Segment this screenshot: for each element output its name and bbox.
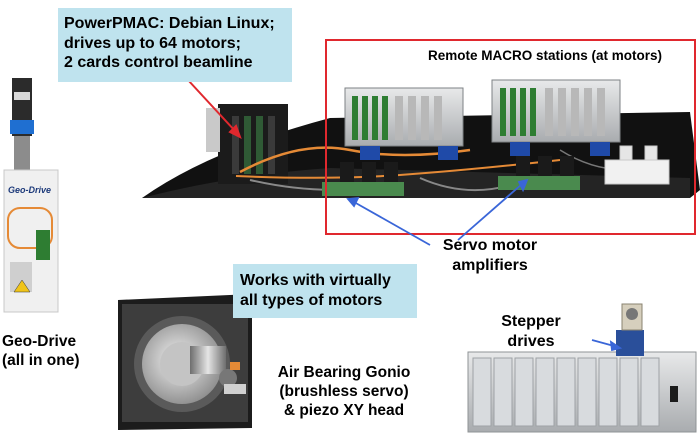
works-with-text: Works with virtually all types of motors <box>240 271 391 310</box>
air-bearing-line-1: Air Bearing Gonio <box>277 364 411 381</box>
arrow-stepper <box>591 339 623 352</box>
powerpmac-text: PowerPMAC: Debian Linux; drives up to 64… <box>64 14 275 73</box>
macro-station-1 <box>344 87 464 160</box>
works-with-callout <box>233 264 417 318</box>
remote-macro-label: Remote MACRO stations (at motors) <box>428 48 663 63</box>
geo-drive-line-1: Geo-Drive <box>2 333 77 350</box>
geo-drive-brand-text: Geo-Drive <box>8 185 51 195</box>
geo-drive-label: Geo-Drive (all in one) <box>2 333 80 371</box>
white-fixture <box>604 145 670 185</box>
geo-drive-unit <box>3 78 59 313</box>
stepper-drives-rack <box>467 303 697 433</box>
stepper-label: Stepper drives <box>498 312 564 351</box>
servo-line-1: Servo motor <box>442 237 538 254</box>
air-bearing-line-3: & piezo XY head <box>283 401 405 419</box>
air-bearing-label: Air Bearing Gonio (brushless servo) & pi… <box>274 364 414 421</box>
servo-amplifier-board-1 <box>322 162 404 196</box>
powerpmac-rack <box>206 104 288 184</box>
stepper-line-1: Stepper <box>501 313 561 330</box>
powerpmac-callout <box>58 8 292 82</box>
powerpmac-line-2: drives up to 64 motors; <box>64 34 241 52</box>
macro-highlight-frame <box>325 39 696 235</box>
servo-amplifiers-label: Servo motor amplifiers <box>428 236 552 275</box>
arrow-powerpmac <box>187 79 242 140</box>
stepper-line-2: drives <box>507 332 555 350</box>
air-bearing-line-2: (brushless servo) <box>279 382 409 400</box>
servo-line-2: amplifiers <box>452 256 528 274</box>
air-bearing-goniometer <box>118 294 252 430</box>
works-with-line-2: all types of motors <box>240 291 383 309</box>
geo-drive-line-2: (all in one) <box>2 351 80 369</box>
powerpmac-line-3: 2 cards control beamline <box>64 54 253 72</box>
macro-station-2 <box>491 79 621 156</box>
arrow-servo-left <box>346 196 431 246</box>
works-with-line-1: Works with virtually <box>240 272 391 289</box>
arrow-servo-right <box>457 178 529 241</box>
powerpmac-line-1: PowerPMAC: Debian Linux; <box>64 15 275 32</box>
